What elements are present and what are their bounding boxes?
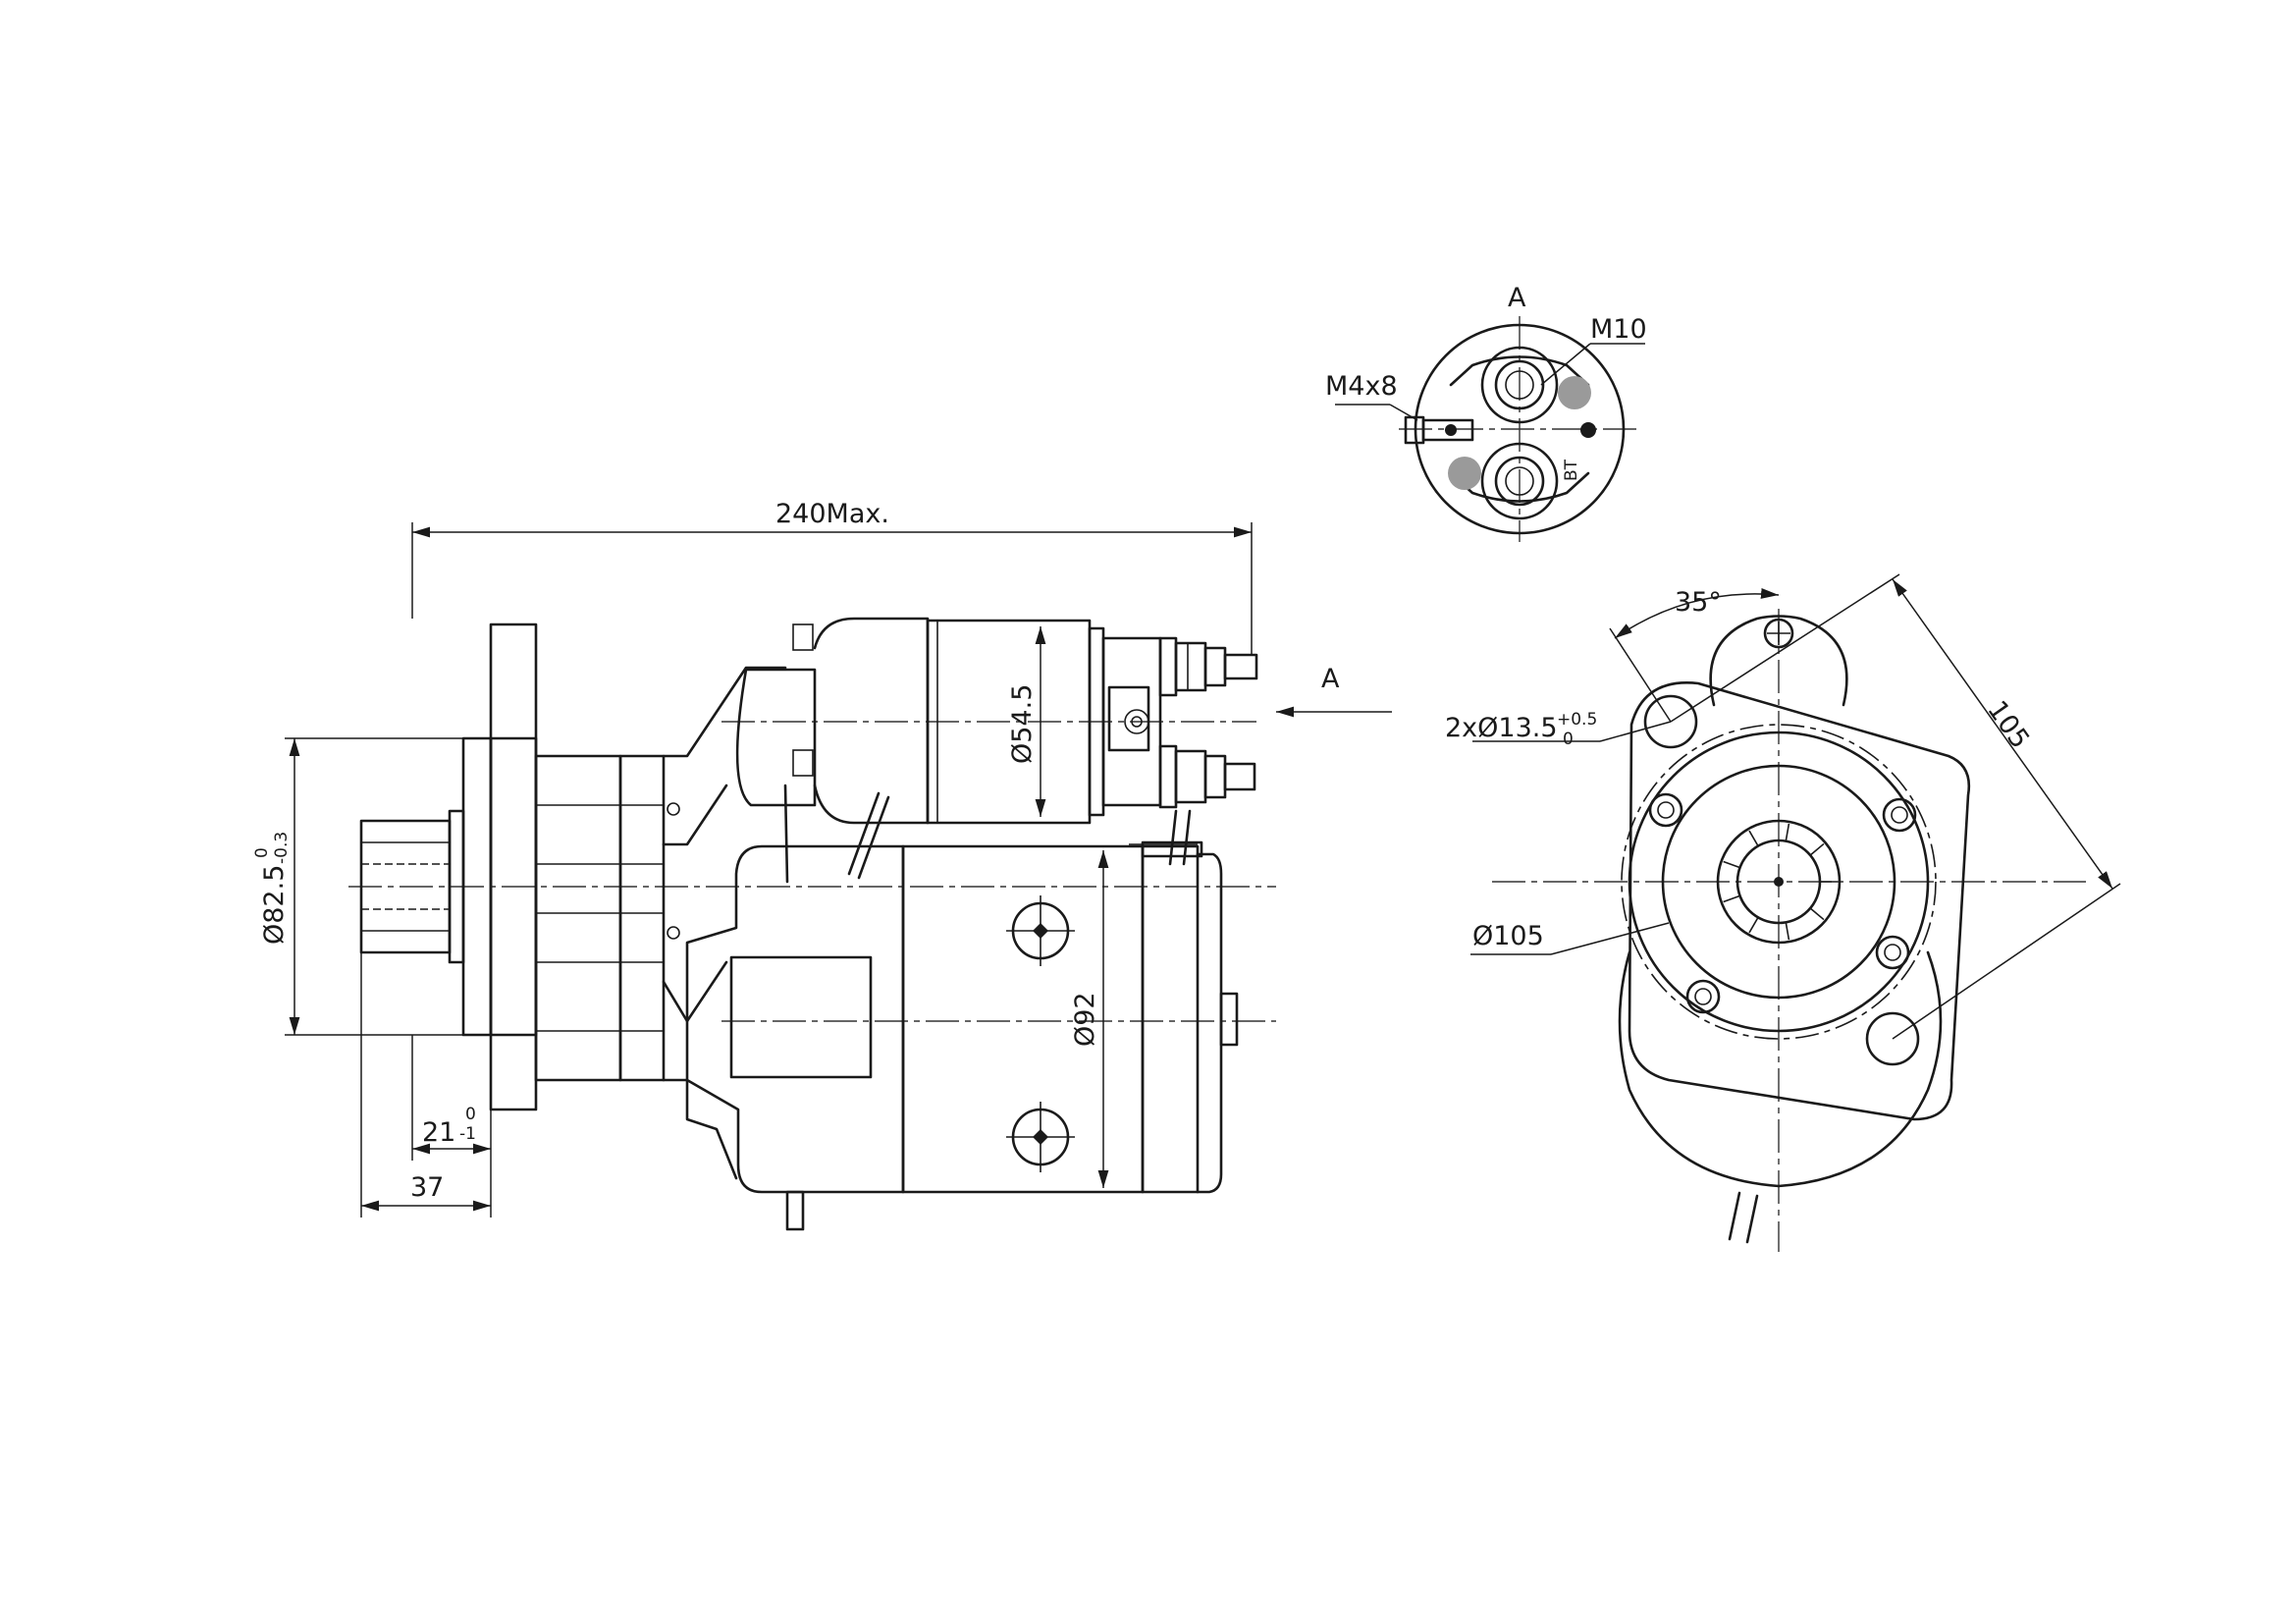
pinion-tooth (1723, 860, 1740, 869)
side-view: 240Max. A Ø54.5 Ø92 Ø82.5 0 -0.3 21 (252, 499, 1392, 1231)
screw-lower (1006, 1102, 1075, 1172)
solenoid (735, 617, 1258, 884)
pinion-tooth (1748, 916, 1759, 934)
small-terminal-label: M4x8 (1325, 371, 1398, 402)
pinion-tooth (1809, 842, 1825, 856)
view-arrow-label: A (1321, 664, 1340, 694)
dim-overall-length: 240Max. (411, 499, 1253, 656)
hole-spacing-label: 105 (1981, 695, 2035, 754)
flange-tol-upper: 0 (252, 847, 272, 858)
pinion-teeth (1723, 823, 1838, 941)
solenoid-diameter-label: Ø54.5 (1007, 684, 1038, 764)
dim-solenoid-diameter: Ø54.5 (1007, 626, 1046, 817)
dim-view-arrow: A (1276, 664, 1392, 718)
screw-upper (1006, 895, 1075, 966)
pinion-tooth (1723, 894, 1740, 903)
dim-motor-diameter: Ø92 (1070, 850, 1109, 1188)
view-a-marking: BT (1562, 459, 1581, 481)
mount-holes-tol-lower: 0 (1563, 730, 1574, 749)
dim-hole-angle: 35° (1609, 587, 1780, 723)
view-a: A BT M10 M4x8 (1325, 283, 1647, 542)
flange-tol-lower: -0.3 (272, 832, 292, 864)
front-view: 2xØ13.5 +0.5 0 Ø105 35° 105 (1445, 573, 2121, 1252)
terminal-thread-label: M10 (1590, 314, 1647, 345)
pinion-length-label: 37 (410, 1172, 444, 1203)
flange-depth-label: 21 (422, 1117, 455, 1148)
mount-holes-label: 2xØ13.5 (1445, 713, 1558, 743)
pinion-tooth (1785, 922, 1790, 941)
motor-body (685, 809, 1239, 1231)
motor-diameter-label: Ø92 (1070, 992, 1100, 1047)
flange-diameter-label: Ø82.5 (259, 865, 290, 945)
dim-flange-diameter: Ø82.5 0 -0.3 (252, 737, 465, 1036)
hole-angle-label: 35° (1675, 587, 1722, 618)
dim-pinion-length: 37 (360, 952, 492, 1218)
dim-hole-spacing: 105 (1670, 573, 2121, 1040)
pitch-circle-label: Ø105 (1472, 921, 1544, 951)
dim-mount-holes: 2xØ13.5 +0.5 0 (1445, 710, 1672, 749)
overall-length-label: 240Max. (775, 499, 889, 529)
flange-depth-tol-lower: -1 (459, 1124, 476, 1144)
dim-flange-depth: 21 0 -1 (411, 1035, 492, 1161)
pinion (359, 809, 465, 964)
bolt-holes (1648, 792, 1917, 1014)
nose-housing (461, 623, 787, 1180)
pinion-tooth (1785, 823, 1790, 841)
pinion-tooth (1809, 907, 1825, 921)
dim-pitch-circle: Ø105 (1470, 921, 1670, 955)
mount-holes-tol-upper: +0.5 (1557, 710, 1597, 730)
pinion-tooth (1748, 830, 1759, 847)
view-a-title: A (1508, 283, 1526, 313)
flange-depth-tol-upper: 0 (465, 1105, 476, 1124)
